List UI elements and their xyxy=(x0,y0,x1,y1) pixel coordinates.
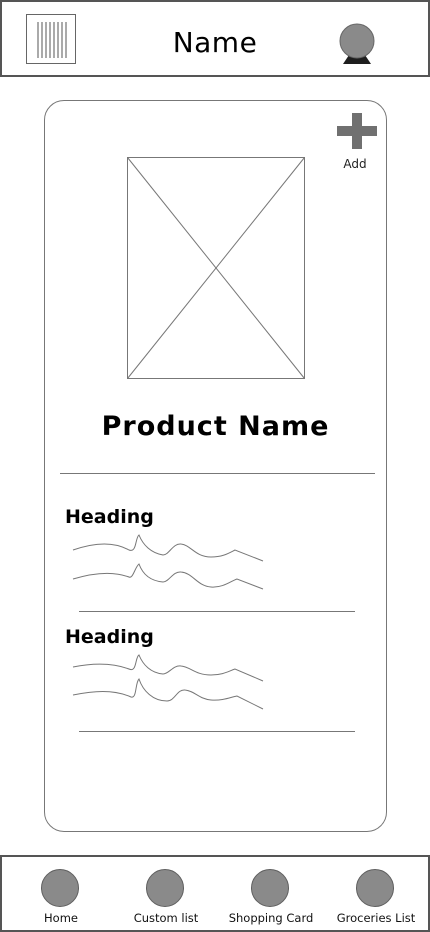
nav-label: Custom list xyxy=(133,911,199,925)
product-card: Add Product Name Heading Heading xyxy=(44,100,387,832)
product-image xyxy=(127,157,305,379)
add-label: Add xyxy=(343,157,367,171)
home-icon xyxy=(41,869,79,907)
section-heading: Heading xyxy=(65,506,154,528)
section-rule xyxy=(79,731,355,732)
add-button[interactable]: Add xyxy=(337,113,377,171)
nav-label: Groceries List xyxy=(336,911,416,925)
scribble-text-placeholder xyxy=(72,654,264,710)
profile-button[interactable] xyxy=(338,22,376,66)
nav-item-groceries-list[interactable]: Groceries List xyxy=(324,869,428,929)
nav-label: Shopping Card xyxy=(228,911,314,925)
nav-label: Home xyxy=(44,911,78,925)
page-title: Name xyxy=(172,26,258,59)
barcode-icon xyxy=(37,22,67,58)
user-avatar-icon xyxy=(339,23,375,64)
bottom-navigation: Home Custom list Shopping Card Groceries… xyxy=(0,855,430,932)
divider xyxy=(60,473,375,474)
image-placeholder-icon xyxy=(127,157,305,379)
nav-item-home[interactable]: Home xyxy=(9,869,113,929)
text-placeholder xyxy=(71,533,291,603)
shopping-card-icon xyxy=(251,869,289,907)
info-section: Heading xyxy=(45,505,386,625)
top-bar: Name xyxy=(0,0,430,77)
info-section: Heading xyxy=(45,625,386,745)
scribble-text-placeholder xyxy=(72,534,264,590)
groceries-list-icon xyxy=(356,869,394,907)
custom-list-icon xyxy=(146,869,184,907)
nav-item-custom-list[interactable]: Custom list xyxy=(114,869,218,929)
text-placeholder xyxy=(71,653,291,723)
section-rule xyxy=(79,611,355,612)
nav-item-shopping-card[interactable]: Shopping Card xyxy=(219,869,323,929)
product-name: Product Name xyxy=(101,411,330,442)
barcode-scan-button[interactable] xyxy=(26,14,76,64)
section-heading: Heading xyxy=(65,626,154,648)
plus-icon xyxy=(337,113,377,149)
